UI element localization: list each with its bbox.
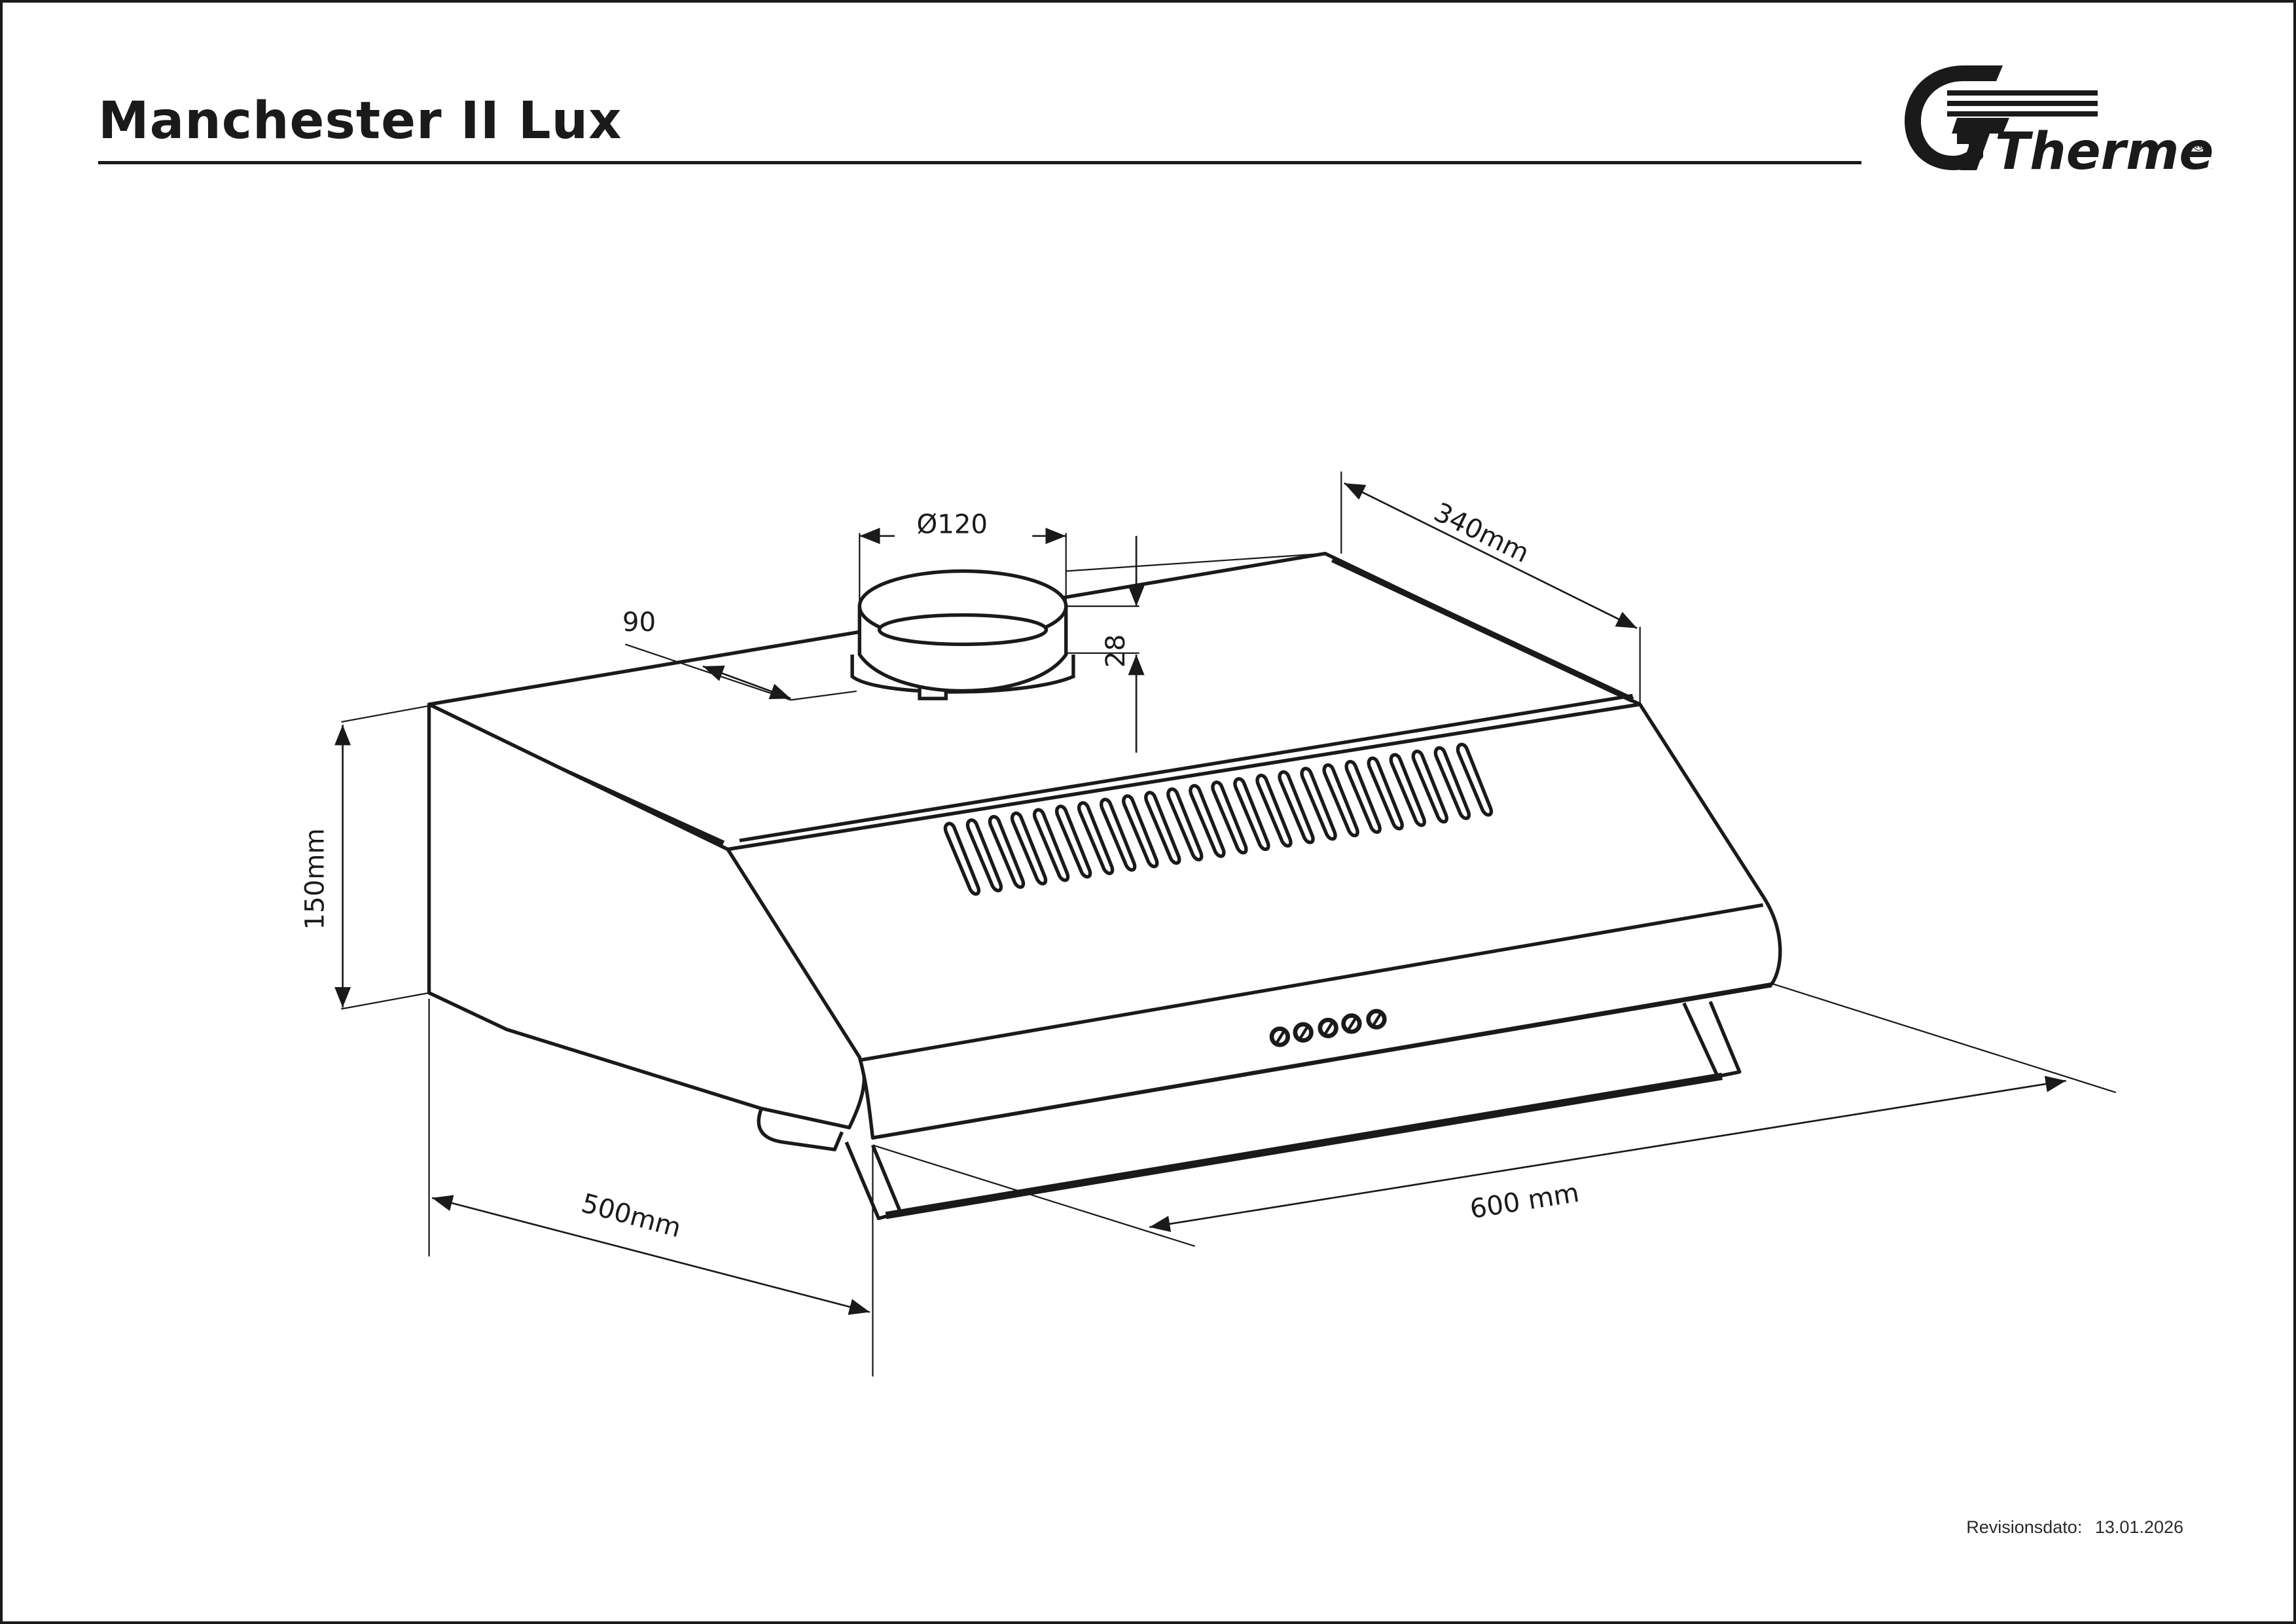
- dim-label-duct-offset: 90: [622, 607, 656, 638]
- vent-slot: [965, 818, 1003, 893]
- hood-front-bend: [859, 903, 1764, 1062]
- control-knobs: [1269, 1009, 1387, 1047]
- page-title: Manchester II Lux: [98, 92, 622, 151]
- vent-slot: [943, 821, 981, 896]
- vent-slot: [1233, 777, 1270, 852]
- dim-line-depth-top: [1344, 482, 1638, 629]
- dim-label-width: 600 mm: [1468, 1178, 1581, 1225]
- vent-slot: [1300, 767, 1337, 841]
- motor-housing: [757, 1108, 844, 1151]
- vent-slot: [1344, 759, 1382, 834]
- control-knob-indicator: [1275, 1030, 1285, 1044]
- dim-line-offset: [702, 665, 791, 700]
- logo-registered-mark: ®: [2191, 138, 2206, 154]
- extension-lines: [341, 471, 2117, 1377]
- vent-slot: [988, 815, 1026, 889]
- dim-label-depth-side: 500mm: [578, 1188, 684, 1244]
- dim-label-collar-height: 28: [1101, 634, 1131, 668]
- control-knob-indicator: [1347, 1017, 1357, 1030]
- vent-slot: [1433, 746, 1471, 820]
- vent-slot: [1189, 784, 1226, 858]
- vent-slot: [1077, 801, 1115, 875]
- vent-slot: [1367, 756, 1404, 831]
- logo-mark-icon: [1905, 65, 2098, 170]
- dim-label-diameter: Ø120: [917, 509, 988, 539]
- hood-front-panel: [726, 702, 1782, 1140]
- thermex-logo: Thermex ®: [1905, 65, 2212, 181]
- vent-slot: [1211, 780, 1248, 855]
- visor-left-arm: [844, 1141, 903, 1220]
- dim-line-width: [1149, 1075, 2066, 1233]
- revision-info: Revisionsdato: 13.01.2026: [1958, 1517, 2183, 1538]
- vent-slot: [1322, 763, 1359, 838]
- vent-slot: [1100, 797, 1137, 872]
- vent-slot: [1010, 811, 1048, 886]
- hood-bottom-edge: [872, 983, 1772, 1140]
- vent-slot: [1411, 749, 1448, 824]
- duct-collar: [850, 569, 1075, 700]
- vent-slot: [1166, 787, 1204, 861]
- vent-slot: [1054, 804, 1092, 879]
- revision-label: Revisionsdato:: [1966, 1517, 2083, 1537]
- dim-label-height: 150mm: [300, 828, 330, 929]
- control-knob-indicator: [1372, 1012, 1382, 1026]
- vent-slot: [1032, 808, 1070, 882]
- logo-wordmark: Thermex: [1995, 122, 2212, 181]
- revision-date: 13.01.2026: [2094, 1517, 2183, 1537]
- vent-slot: [1255, 773, 1293, 848]
- dimension-lines: [334, 482, 2066, 1315]
- dim-line-depth-side: [431, 1195, 870, 1315]
- vent-slot: [1278, 770, 1315, 844]
- vent-slot: [1456, 742, 1494, 817]
- vent-slot: [1144, 791, 1181, 865]
- control-knob-indicator: [1323, 1021, 1334, 1035]
- control-knob-indicator: [1299, 1026, 1309, 1039]
- title-underline: [98, 161, 1861, 164]
- vent-slot: [1122, 794, 1159, 869]
- hood-front-top-edge-inner: [739, 693, 1633, 842]
- vent-slots: [943, 742, 1494, 896]
- visor-right-arm: [1682, 1001, 1742, 1078]
- vent-slot: [1389, 753, 1426, 827]
